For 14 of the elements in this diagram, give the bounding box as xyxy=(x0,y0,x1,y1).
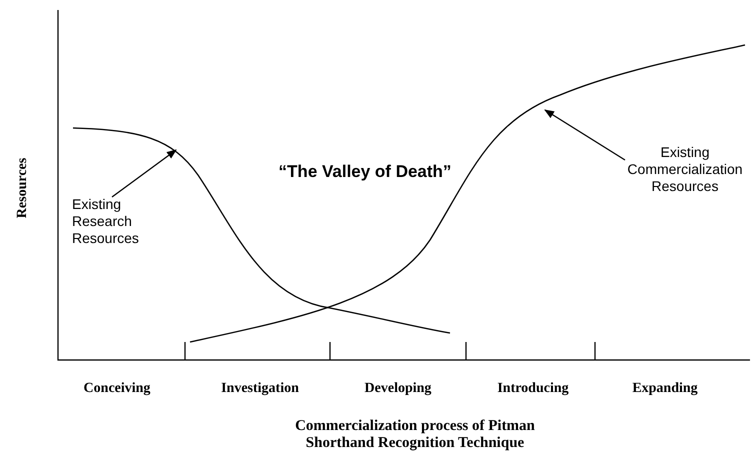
leader-arrow xyxy=(112,149,177,198)
stage-label: Developing xyxy=(364,381,432,397)
axis-title: Commercialization process of Pitman Shorthand Recognition Technique xyxy=(294,418,536,452)
axis-title: Resources xyxy=(15,156,31,220)
resource-curve xyxy=(190,44,746,343)
callout-text: Existing Commercialization Resources xyxy=(610,144,751,195)
resource-curve xyxy=(72,127,450,334)
stage-label: Investigation xyxy=(220,381,300,397)
stage-label: Conceiving xyxy=(82,381,152,397)
callout-text: Existing Research Resources xyxy=(72,196,182,247)
chart-annotation: “The Valley of Death” xyxy=(278,163,452,180)
stage-label: Expanding xyxy=(631,381,699,397)
stage-label: Introducing xyxy=(496,381,570,397)
leader-arrow xyxy=(544,109,626,160)
